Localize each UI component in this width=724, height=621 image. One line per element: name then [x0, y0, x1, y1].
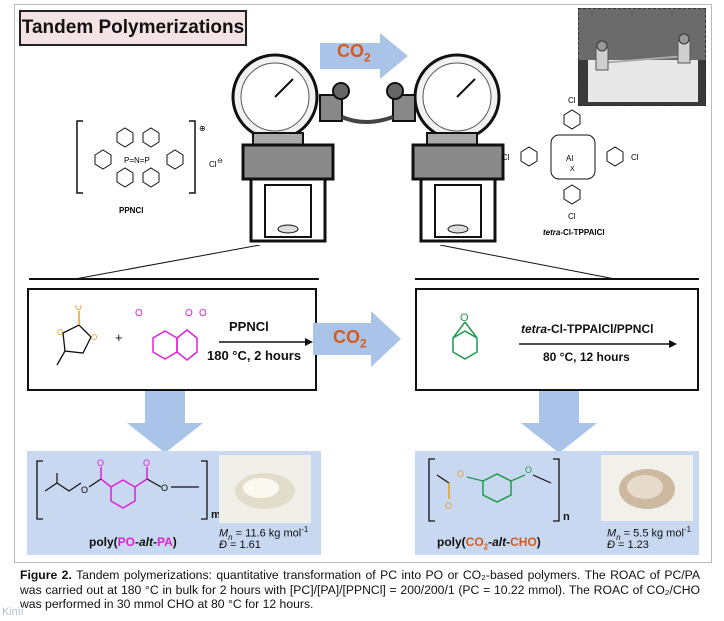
svg-text:Cl: Cl [502, 153, 510, 162]
svg-text:O: O [445, 501, 452, 511]
figure-panel: Tandem Polymerizations CO2 [14, 4, 712, 563]
right-product-powder-photo [601, 455, 693, 521]
caption-text: Tandem polymerizations: quantitative tra… [20, 568, 700, 611]
right-down-arrow [519, 391, 599, 455]
cyclohexene-oxide-structure: O [435, 308, 505, 378]
phthalic-anhydride-structure: O O O [133, 300, 223, 380]
svg-text:O: O [457, 469, 464, 479]
propylene-carbonate-structure: O O O [39, 305, 119, 380]
figure-title-text: Tandem Polymerizations [22, 17, 244, 39]
svg-text:Al: Al [566, 154, 573, 163]
svg-text:O: O [185, 308, 193, 319]
left-reaction-reagent: PPNCl [229, 319, 269, 334]
svg-text:Cl: Cl [568, 96, 576, 105]
svg-text:O: O [525, 465, 532, 475]
tetra-cl-tppalcl-label: tetra-Cl-TPPAlCl [543, 228, 605, 237]
svg-text:P=N=P: P=N=P [124, 156, 150, 165]
svg-text:X: X [570, 166, 575, 173]
watermark: Kimi [2, 606, 23, 618]
right-product-name: poly(CO2-alt-CHO) [437, 535, 541, 551]
right-product-panel: O O O n poly(CO2-alt-CHO) Mn = 5.5 kg mo… [415, 451, 699, 555]
left-product-dispersity: Đ = 1.61 [219, 539, 261, 551]
right-reaction-arrow [519, 339, 679, 349]
left-product-panel: O O O O m poly(PO-alt-PA) Mn = 11.6 kg m… [27, 451, 321, 555]
right-reaction-box: O tetra-Cl-TPPAlCl/PPNCl 80 °C, 12 hours [415, 288, 699, 391]
svg-text:O: O [460, 312, 469, 324]
figure-title: Tandem Polymerizations [19, 10, 247, 46]
left-reaction-arrow [219, 337, 314, 347]
right-product-dispersity: Đ = 1.23 [607, 539, 649, 551]
right-product-repeat-subscript: n [563, 511, 570, 523]
svg-text:O: O [57, 328, 63, 337]
tetra-cl-tppalcl-structure: Cl Cl Cl Cl Al X tetra-Cl-TPPAlCl [485, 91, 655, 241]
svg-text:O: O [135, 308, 143, 319]
reactor-apparatus [225, 45, 505, 250]
figure-caption: Figure 2. Tandem polymerizations: quanti… [20, 568, 700, 612]
ppncl-label: PPNCl [119, 206, 143, 215]
caption-label: Figure 2. [20, 568, 72, 582]
svg-text:O: O [75, 305, 82, 312]
svg-text:O: O [161, 483, 168, 493]
left-reaction-conditions: 180 °C, 2 hours [207, 348, 301, 363]
svg-text:O: O [199, 308, 207, 319]
poly-co2-alt-cho-structure: O O O [427, 455, 577, 529]
right-reaction-reagent: tetra-Cl-TPPAlCl/PPNCl [521, 322, 653, 336]
svg-text:O: O [91, 333, 97, 342]
svg-text:O: O [81, 485, 88, 495]
plus-sign: + [115, 330, 123, 345]
svg-text:Cl: Cl [568, 212, 576, 221]
svg-text:O: O [143, 458, 150, 468]
left-down-arrow [125, 391, 205, 455]
ppncl-structure: P=N=P ⊕ Cl ⊖ PPNCl [75, 117, 245, 227]
ppncl-positive-charge: ⊕ [199, 124, 206, 133]
right-reaction-conditions: 80 °C, 12 hours [543, 350, 630, 364]
poly-po-alt-pa-structure: O O O O [35, 457, 215, 523]
middle-co2-label: CO2 [333, 327, 367, 351]
svg-text:O: O [97, 458, 104, 468]
ppncl-negative-charge: ⊖ [217, 158, 223, 165]
left-product-powder-photo [219, 455, 311, 523]
left-product-name: poly(PO-alt-PA) [89, 535, 177, 549]
left-reaction-box: O O O + O O O PPNCl 180 °C, 2 hours [27, 288, 317, 391]
ppncl-counterion: Cl [209, 160, 217, 169]
svg-text:Cl: Cl [631, 153, 639, 162]
connector-lines [15, 245, 711, 291]
